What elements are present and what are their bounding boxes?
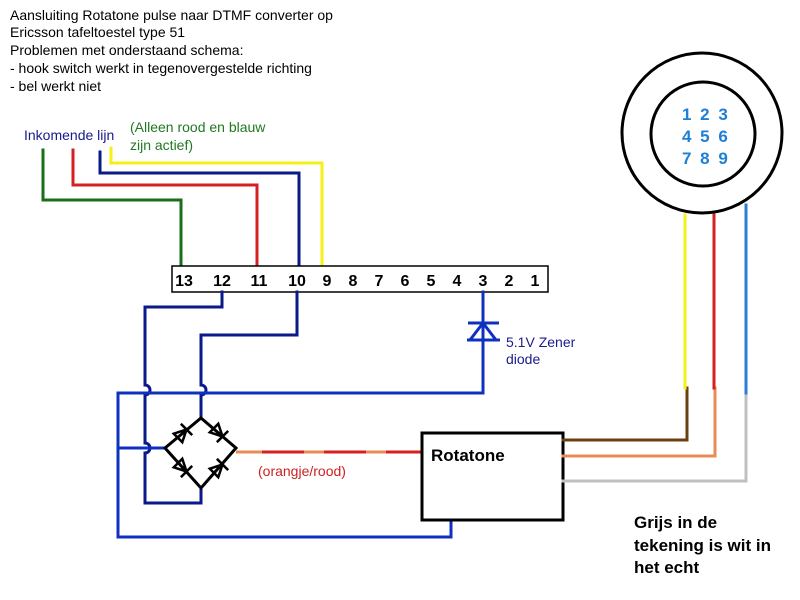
- wire-red-to-11: [71, 148, 259, 267]
- rotatone-label: Rotatone: [431, 446, 505, 465]
- terminal-pin-8: 8: [349, 273, 358, 290]
- dial-keypad: 1 2 3 4 5 6 7 8 9: [620, 51, 784, 215]
- terminal-pin-12: 12: [213, 273, 231, 290]
- footnote-line: Grijs in de: [634, 513, 717, 532]
- diode-icon: [171, 456, 194, 479]
- terminal-pin-1: 1: [531, 273, 540, 290]
- wire-pin10-down: [199, 333, 208, 420]
- zener-label: 5.1V Zener: [506, 334, 576, 350]
- terminal-pin-4: 4: [453, 273, 462, 290]
- wire-pin12-down: [143, 305, 203, 505]
- bridge-wire-label: (orangje/rood): [258, 463, 346, 479]
- terminal-pin-9: 9: [323, 273, 332, 290]
- title-line: Aansluiting Rotatone pulse naar DTMF con…: [10, 7, 333, 23]
- title-line: Ericsson tafeltoestel type 51: [10, 24, 185, 40]
- terminal-pin-6: 6: [401, 273, 410, 290]
- wire-pin12: [143, 290, 224, 309]
- terminal-pin-3: 3: [479, 273, 488, 290]
- active-note: zijn actief): [130, 137, 193, 153]
- active-note: (Alleen rood en blauw: [130, 119, 266, 135]
- diode-icon: [207, 457, 230, 480]
- wire-orange-dial: [561, 386, 717, 458]
- terminal-pin-13: 13: [175, 273, 193, 290]
- incoming-line-label: Inkomende lijn: [24, 127, 114, 143]
- diode-icon: [171, 422, 194, 445]
- title-line: Problemen met onderstaand schema:: [10, 42, 243, 58]
- wire-green-to-13: [41, 148, 183, 267]
- keypad-row: 4 5 6: [682, 127, 730, 146]
- wire-grey: [561, 391, 748, 483]
- terminal-pin-11: 11: [251, 273, 268, 290]
- bridge-outline: [162, 416, 239, 491]
- terminal-pin-7: 7: [375, 273, 384, 290]
- footnote-line: het echt: [634, 558, 700, 577]
- wire-yellow-to-9: [109, 146, 324, 267]
- wire-brown: [561, 386, 689, 442]
- terminal-strip-box: [171, 265, 549, 293]
- wire-navy-to-10: [98, 150, 301, 267]
- dial-inner-ring: [649, 80, 757, 188]
- problem-line: - bel werkt niet: [10, 78, 101, 94]
- zener-label: diode: [506, 351, 540, 367]
- wire-pin10: [199, 290, 299, 337]
- diode-icon: [207, 421, 230, 444]
- bridge-rectifier: [162, 416, 239, 491]
- terminal-pin-10: 10: [288, 273, 306, 290]
- keypad-row: 7 8 9: [682, 149, 730, 168]
- problem-line: - hook switch werkt in tegenovergestelde…: [10, 60, 312, 76]
- footnote-line: tekening is wit in: [634, 536, 771, 555]
- title-block: Aansluiting Rotatone pulse naar DTMF con…: [10, 7, 333, 94]
- terminal-pin-5: 5: [427, 273, 436, 290]
- rotatone-module: [420, 431, 565, 522]
- wire-zener-loop: [116, 290, 485, 539]
- terminal-pin-2: 2: [505, 273, 514, 290]
- zener-diode: [466, 320, 500, 342]
- keypad-row: 1 2 3: [682, 105, 730, 124]
